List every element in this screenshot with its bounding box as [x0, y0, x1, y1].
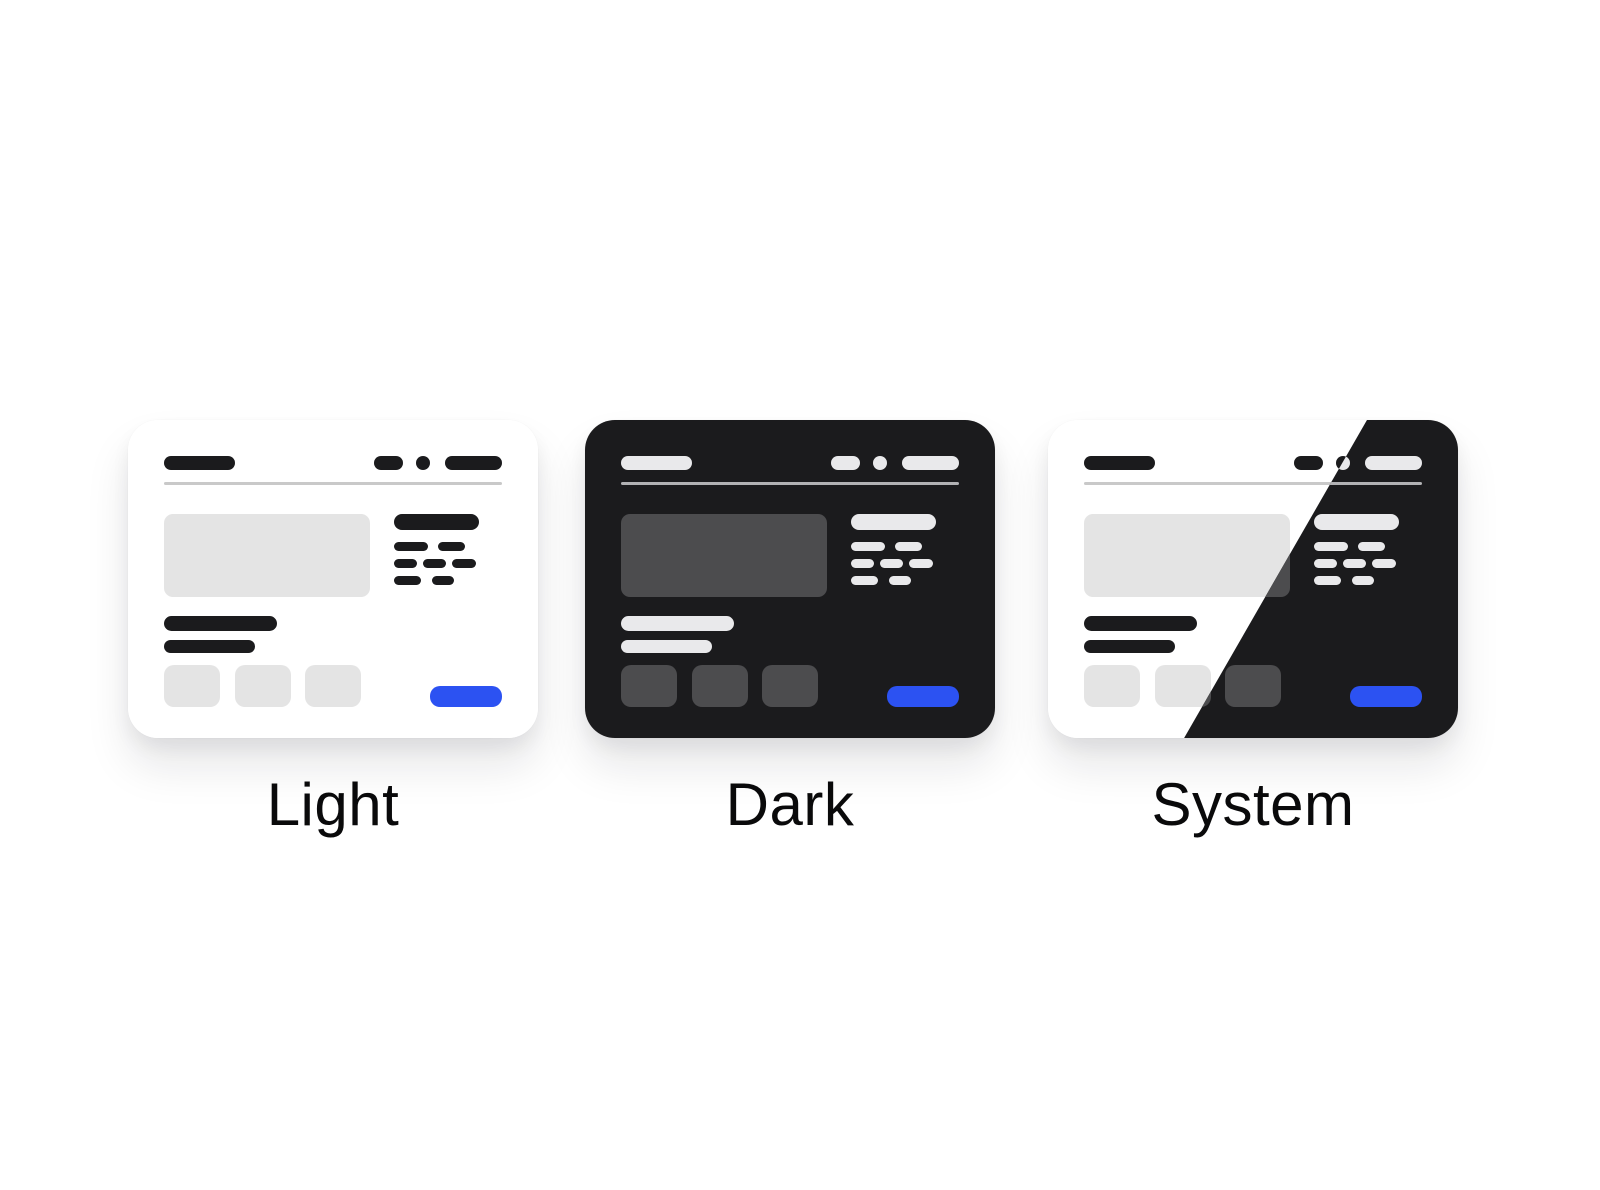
- thumbnail-block: [762, 665, 818, 707]
- text-dash: [909, 559, 933, 568]
- nav-dot: [873, 456, 887, 470]
- theme-preview-card-light[interactable]: [128, 420, 538, 738]
- text-dash: [1358, 542, 1385, 551]
- nav-dot: [416, 456, 430, 470]
- text-dash: [1314, 576, 1341, 585]
- hero-block: [164, 514, 370, 597]
- paragraph-line-1: [621, 616, 734, 631]
- heading-pill: [851, 514, 936, 530]
- text-dash: [438, 542, 465, 551]
- thumbnail-block: [1155, 665, 1211, 707]
- heading-pill: [394, 514, 479, 530]
- text-dash: [394, 559, 417, 568]
- text-dash: [851, 576, 878, 585]
- thumbnail-block: [692, 665, 748, 707]
- paragraph-line-2: [1084, 640, 1175, 653]
- theme-option-system[interactable]: System: [1048, 420, 1458, 839]
- thumbnail-block: [1084, 665, 1140, 707]
- logo-pill: [1084, 456, 1155, 470]
- primary-button: [430, 686, 502, 707]
- text-dash: [1352, 576, 1374, 585]
- hero-block: [621, 514, 827, 597]
- theme-option-light[interactable]: Light: [128, 420, 538, 839]
- text-dash: [1314, 559, 1337, 568]
- nav-pill-small: [1294, 456, 1323, 470]
- paragraph-line-1: [1084, 616, 1197, 631]
- theme-label-dark: Dark: [725, 771, 855, 838]
- theme-preview-card-dark[interactable]: [585, 420, 995, 738]
- text-dash: [895, 542, 922, 551]
- primary-button: [1350, 686, 1422, 707]
- theme-label-light: Light: [266, 771, 400, 838]
- text-dash: [423, 559, 446, 568]
- toolbar-divider: [621, 482, 959, 485]
- paragraph-line-1: [164, 616, 277, 631]
- theme-option-dark[interactable]: Dark: [585, 420, 995, 839]
- nav-pill-small: [831, 456, 860, 470]
- text-dash: [432, 576, 454, 585]
- theme-label-system: System: [1151, 771, 1355, 838]
- text-dash: [394, 576, 421, 585]
- paragraph-line-2: [621, 640, 712, 653]
- nav-pill-wide: [445, 456, 502, 470]
- theme-preview-card-system[interactable]: [1048, 420, 1458, 738]
- text-dash: [1343, 559, 1366, 568]
- nav-pill-small: [374, 456, 403, 470]
- text-dash: [1314, 542, 1348, 551]
- nav-pill-wide: [902, 456, 959, 470]
- thumbnail-block: [305, 665, 361, 707]
- text-dash: [452, 559, 476, 568]
- thumbnail-block: [621, 665, 677, 707]
- paragraph-line-2: [164, 640, 255, 653]
- text-dash: [880, 559, 903, 568]
- mini-browser-light: [128, 420, 538, 738]
- thumbnail-block: [1225, 665, 1281, 707]
- mini-browser-dark: [585, 420, 995, 738]
- thumbnail-block: [235, 665, 291, 707]
- text-dash: [1372, 559, 1396, 568]
- toolbar-divider: [164, 482, 502, 485]
- logo-pill: [621, 456, 692, 470]
- toolbar-divider: [1084, 482, 1422, 485]
- nav-pill-wide: [1365, 456, 1422, 470]
- text-dash: [851, 542, 885, 551]
- hero-block: [1084, 514, 1290, 597]
- text-dash: [394, 542, 428, 551]
- text-dash: [851, 559, 874, 568]
- thumbnail-block: [164, 665, 220, 707]
- primary-button: [887, 686, 959, 707]
- text-dash: [889, 576, 911, 585]
- logo-pill: [164, 456, 235, 470]
- heading-pill: [1314, 514, 1399, 530]
